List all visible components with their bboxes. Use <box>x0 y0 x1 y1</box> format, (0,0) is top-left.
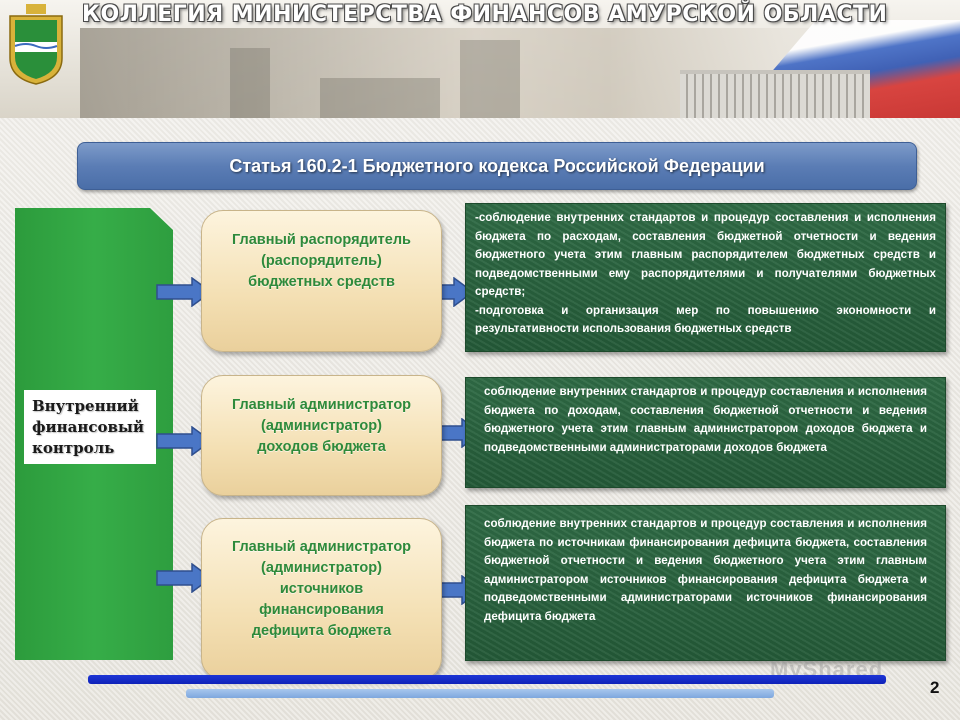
role-box-main-manager: Главный распорядитель (распорядитель) бю… <box>201 210 442 352</box>
role-box-revenue-administrator: Главный администратор (администратор) до… <box>201 375 442 496</box>
internal-control-line: Внутренний <box>32 397 139 415</box>
internal-control-line: контроль <box>32 439 115 457</box>
description-text: соблюдение внутренних стандартов и проце… <box>484 517 927 623</box>
footer-bar-dark <box>88 675 886 684</box>
coat-of-arms-icon <box>9 4 63 85</box>
role-line: источников <box>279 580 364 597</box>
tower-silhouette <box>460 40 520 118</box>
description-text: -подготовка и организация мер по повышен… <box>475 303 936 336</box>
role-line: Главный администратор <box>231 397 412 413</box>
ship-silhouette <box>320 78 440 118</box>
monument-silhouette <box>230 48 270 118</box>
description-text: -соблюдение внутренних стандартов и проц… <box>475 211 936 298</box>
role-line: Главный администратор <box>231 538 412 555</box>
description-box-main-manager: -соблюдение внутренних стандартов и проц… <box>465 203 946 352</box>
article-banner: Статья 160.2-1 Бюджетного кодекса Россий… <box>77 142 917 190</box>
description-box-revenue-administrator: соблюдение внутренних стандартов и проце… <box>465 377 946 488</box>
building-image <box>680 70 870 118</box>
role-line: (администратор) <box>261 559 382 576</box>
role-line: доходов бюджета <box>257 439 386 455</box>
description-box-deficit-administrator: соблюдение внутренних стандартов и проце… <box>465 505 946 661</box>
role-line: бюджетных средств <box>248 273 395 290</box>
page-number: 2 <box>930 678 940 697</box>
internal-control-label: Внутренний финансовый контроль <box>24 390 156 464</box>
role-line: финансирования <box>259 601 384 618</box>
role-line: (администратор) <box>261 418 382 434</box>
internal-control-line: финансовый <box>32 418 145 436</box>
role-box-deficit-administrator: Главный администратор (администратор) ис… <box>201 518 442 680</box>
role-line: дефицита бюджета <box>251 622 392 639</box>
description-text: соблюдение внутренних стандартов и проце… <box>484 385 927 454</box>
role-line: Главный распорядитель <box>232 231 411 248</box>
header: КОЛЛЕГИЯ МИНИСТЕРСТВА ФИНАНСОВ АМУРСКОЙ … <box>0 0 960 118</box>
footer-bar-light <box>186 689 774 698</box>
role-line: (распорядитель) <box>261 252 382 269</box>
header-title: КОЛЛЕГИЯ МИНИСТЕРСТВА ФИНАНСОВ АМУРСКОЙ … <box>82 2 888 27</box>
